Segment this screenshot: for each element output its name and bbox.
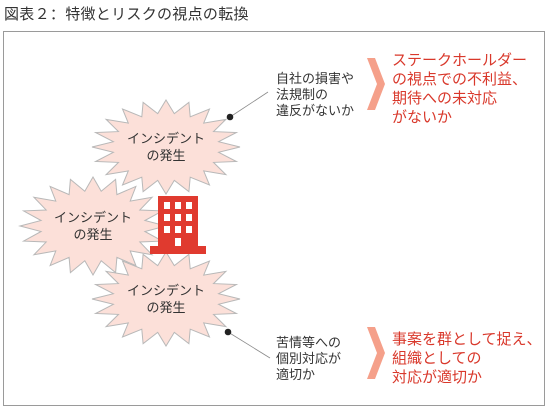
incident-label-top-line2: の発生 bbox=[146, 149, 186, 164]
bottom-note-line1: 苦情等への bbox=[276, 336, 342, 351]
bottom-result-text: 事案を群として捉え、 組織としての 対応が適切か bbox=[392, 330, 542, 387]
top-result-line1: ステークホールダー bbox=[392, 51, 528, 69]
incident-burst-middle bbox=[18, 176, 168, 276]
bottom-result-line2: 組織としての bbox=[392, 349, 482, 367]
bottom-result-line3: 対応が適切か bbox=[392, 368, 483, 386]
bottom-note: 苦情等への 個別対応が 適切か bbox=[276, 336, 341, 384]
top-note-line2: 法規制の bbox=[276, 88, 329, 103]
incident-label-middle: インシデント の発生 bbox=[38, 210, 148, 244]
top-connector-line bbox=[229, 91, 269, 118]
incident-label-top: インシデント の発生 bbox=[111, 131, 221, 165]
incident-label-bottom: インシデント の発生 bbox=[111, 283, 221, 317]
top-result-line3: 期待への未対応 bbox=[392, 89, 498, 107]
top-result-line4: がないか bbox=[392, 108, 453, 126]
bottom-note-line3: 適切か bbox=[276, 368, 316, 383]
incident-label-middle-line2: の発生 bbox=[73, 228, 113, 243]
top-note: 自社の損害や 法規制の 違反がないか bbox=[276, 72, 354, 120]
incident-burst-bottom bbox=[91, 251, 241, 347]
incident-burst-top bbox=[91, 99, 241, 195]
bottom-chevron-arrow-icon bbox=[367, 327, 385, 379]
figure-title: 図表２：特徴とリスクの視点の転換 bbox=[4, 5, 249, 23]
incident-label-top-line1: インシデント bbox=[126, 132, 205, 147]
incident-label-bottom-line2: の発生 bbox=[146, 301, 186, 316]
top-note-line3: 違反がないか bbox=[276, 104, 355, 119]
top-result-text: ステークホールダー の視点での不利益、 期待への未対応 がないか bbox=[392, 51, 527, 127]
top-note-line1: 自社の損害や bbox=[276, 72, 355, 87]
office-building-icon bbox=[150, 196, 206, 254]
top-connector-dot bbox=[226, 113, 234, 121]
top-result-line2: の視点での不利益、 bbox=[392, 70, 528, 88]
bottom-note-line2: 個別対応が bbox=[276, 352, 342, 367]
incident-label-bottom-line1: インシデント bbox=[126, 284, 205, 299]
bottom-connector-dot bbox=[224, 328, 232, 336]
bottom-connector-line bbox=[227, 331, 271, 359]
top-chevron-arrow-icon bbox=[367, 58, 385, 110]
incident-label-middle-line1: インシデント bbox=[53, 211, 132, 226]
bottom-result-line1: 事案を群として捉え、 bbox=[392, 330, 542, 348]
